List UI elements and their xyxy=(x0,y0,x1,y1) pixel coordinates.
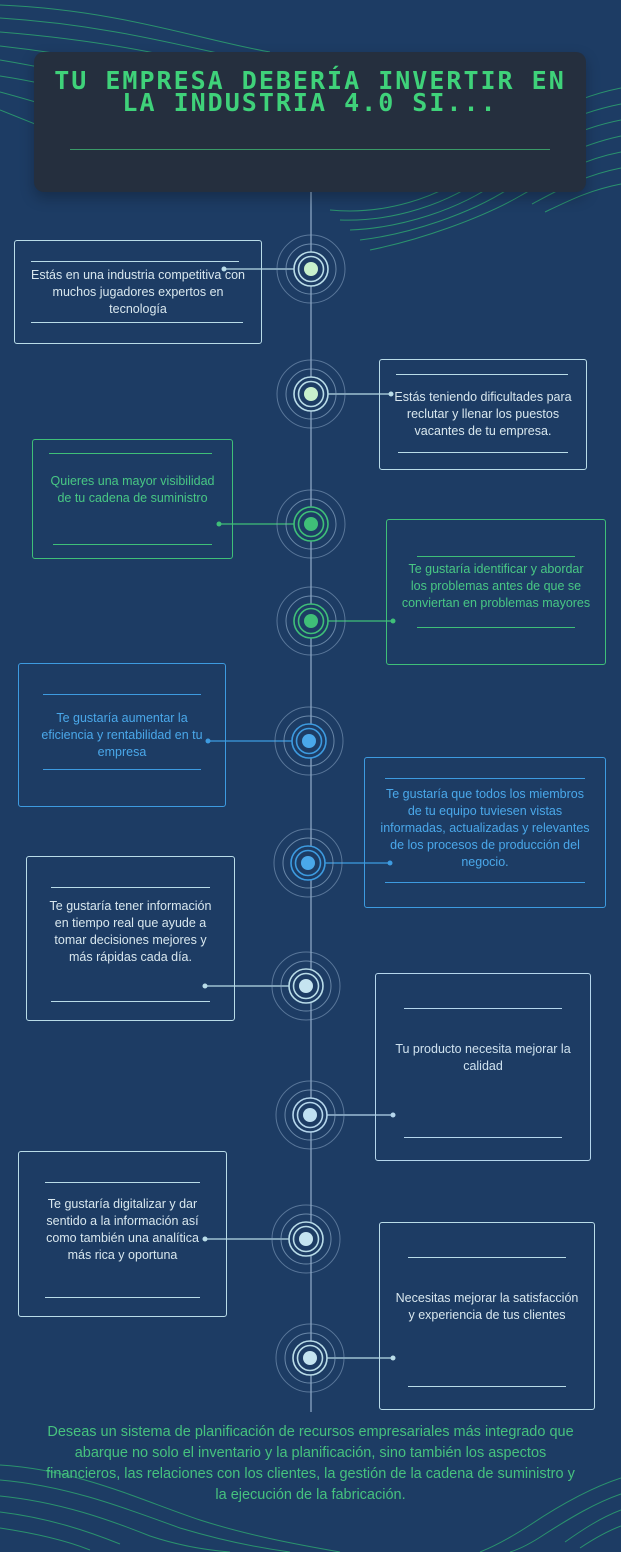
timeline-card-text: Estás en una industria competitiva con m… xyxy=(30,267,245,316)
connector-dot xyxy=(205,738,211,744)
timeline-card-text: Te gustaría digitalizar y dar sentido a … xyxy=(46,1197,199,1262)
timeline-card-9: Te gustaría digitalizar y dar sentido a … xyxy=(18,1151,227,1317)
timeline-card-7: Te gustaría tener información en tiempo … xyxy=(26,856,235,1021)
node-middle-ring xyxy=(280,1213,332,1265)
node-outer-ring xyxy=(274,706,344,776)
timeline-card-text: Te gustaría aumentar la eficiencia y ren… xyxy=(41,710,203,759)
node-outer-ring xyxy=(276,489,346,559)
timeline-node-1 xyxy=(221,234,346,304)
node-outer-ring xyxy=(276,586,346,656)
node-core-ring xyxy=(294,849,322,877)
node-core-ring xyxy=(296,1344,324,1372)
node-center-dot xyxy=(303,1351,317,1365)
timeline-node-8 xyxy=(275,1080,396,1150)
connector-dot xyxy=(390,618,396,624)
connector-dot xyxy=(390,1112,396,1118)
node-middle-ring xyxy=(284,1089,336,1141)
connector-dot xyxy=(388,391,394,397)
node-middle-ring xyxy=(283,715,335,767)
node-outer-ring xyxy=(276,359,346,429)
timeline-node-10 xyxy=(275,1323,396,1393)
node-middle-ring xyxy=(285,595,337,647)
node-outer-ring xyxy=(276,234,346,304)
timeline-card-text: Quieres una mayor visibilidad de tu cade… xyxy=(50,474,215,505)
node-center-dot xyxy=(299,979,313,993)
connector-dot xyxy=(202,983,208,989)
connector-dot xyxy=(202,1236,208,1242)
timeline-node-7 xyxy=(202,951,341,1021)
node-center-dot xyxy=(302,734,316,748)
timeline-card-text: Necesitas mejorar la satisfacción y expe… xyxy=(395,1291,579,1322)
node-center-dot xyxy=(304,517,318,531)
timeline-card-text: Te gustaría que todos los miembros de tu… xyxy=(380,787,590,869)
node-core-ring xyxy=(292,972,320,1000)
node-outer-ring xyxy=(273,828,343,898)
timeline-node-5 xyxy=(205,706,344,776)
timeline-card-6: Te gustaría que todos los miembros de tu… xyxy=(364,757,606,908)
timeline-node-3 xyxy=(216,489,346,559)
node-core-ring xyxy=(296,1101,324,1129)
timeline-card-1: Estás en una industria competitiva con m… xyxy=(14,240,262,344)
node-center-dot xyxy=(304,614,318,628)
header-panel: TU EMPRESA DEBERÍA INVERTIR EN LA INDUST… xyxy=(34,52,586,192)
connector-dot xyxy=(221,266,227,272)
timeline-card-2: Estás teniendo dificultades para recluta… xyxy=(379,359,587,470)
node-core-ring xyxy=(297,255,325,283)
node-middle-ring xyxy=(284,1332,336,1384)
node-center-dot xyxy=(304,387,318,401)
header-divider xyxy=(70,149,550,150)
timeline-node-4 xyxy=(276,586,396,656)
timeline-card-3: Quieres una mayor visibilidad de tu cade… xyxy=(32,439,233,559)
timeline-card-5: Te gustaría aumentar la eficiencia y ren… xyxy=(18,663,226,807)
node-outer-ring xyxy=(271,1204,341,1274)
timeline-card-4: Te gustaría identificar y abordar los pr… xyxy=(386,519,606,665)
timeline-card-text: Te gustaría tener información en tiempo … xyxy=(49,898,212,964)
node-outer-ring xyxy=(275,1323,345,1393)
node-middle-ring xyxy=(285,368,337,420)
node-center-dot xyxy=(299,1232,313,1246)
node-center-dot xyxy=(304,262,318,276)
node-core-ring xyxy=(297,607,325,635)
connector-dot xyxy=(216,521,222,527)
node-middle-ring xyxy=(280,960,332,1012)
timeline-card-10: Necesitas mejorar la satisfacción y expe… xyxy=(379,1222,595,1410)
timeline-card-8: Tu producto necesita mejorar la calidad xyxy=(375,973,591,1161)
node-outer-ring xyxy=(275,1080,345,1150)
timeline-card-text: Estás teniendo dificultades para recluta… xyxy=(394,390,572,438)
node-core-ring xyxy=(295,727,323,755)
node-middle-ring xyxy=(282,837,334,889)
node-core-ring xyxy=(297,380,325,408)
node-middle-ring xyxy=(285,498,337,550)
timeline-card-text: Tu producto necesita mejorar la calidad xyxy=(395,1042,571,1073)
node-center-dot xyxy=(303,1108,317,1122)
page-title: TU EMPRESA DEBERÍA INVERTIR EN LA INDUST… xyxy=(54,66,566,117)
connector-dot xyxy=(390,1355,396,1361)
timeline-node-6 xyxy=(273,828,393,898)
node-middle-ring xyxy=(285,243,337,295)
node-outer-ring xyxy=(271,951,341,1021)
timeline-card-text: Te gustaría identificar y abordar los pr… xyxy=(401,561,591,610)
connector-dot xyxy=(387,860,393,866)
timeline-node-2 xyxy=(276,359,394,429)
node-center-dot xyxy=(301,856,315,870)
node-core-ring xyxy=(292,1225,320,1253)
timeline-node-9 xyxy=(202,1204,341,1274)
footer-text: Deseas un sistema de planificación de re… xyxy=(46,1424,575,1503)
node-core-ring xyxy=(297,510,325,538)
